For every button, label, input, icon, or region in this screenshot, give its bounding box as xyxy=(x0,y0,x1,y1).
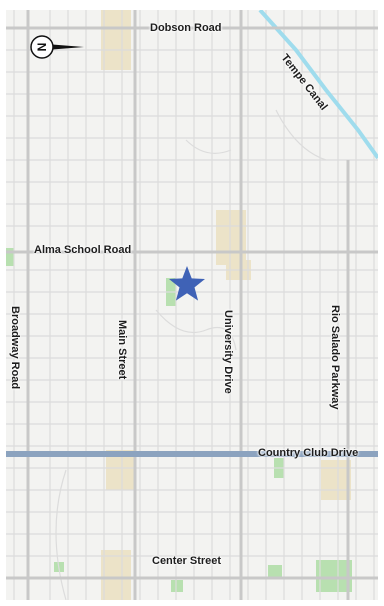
rio-salado-parkway-label: Rio Salado Parkway xyxy=(329,305,341,410)
north-letter: N xyxy=(35,43,49,52)
location-star-icon[interactable] xyxy=(167,264,207,304)
park xyxy=(316,560,352,592)
minor-street xyxy=(55,469,67,600)
north-arrow-icon: N xyxy=(30,35,84,59)
park xyxy=(6,248,14,266)
alma-school-road-label: Alma School Road xyxy=(34,244,132,256)
map-canvas xyxy=(6,10,378,600)
land-patch xyxy=(101,10,131,70)
minor-street xyxy=(275,109,327,161)
tempe-canal xyxy=(258,10,378,160)
center-street-label: Center Street xyxy=(152,555,222,567)
minor-street xyxy=(155,309,237,351)
main-street-label: Main Street xyxy=(116,320,128,380)
dobson-road-label: Dobson Road xyxy=(150,22,222,34)
land-patch xyxy=(101,550,131,600)
major-roads xyxy=(6,10,378,600)
broadway-road-label: Broadway Road xyxy=(9,306,21,390)
park xyxy=(268,565,282,579)
university-drive-label: University Drive xyxy=(222,310,234,394)
minor-street xyxy=(185,139,232,154)
map[interactable]: Dobson Road Tempe Canal Alma School Road… xyxy=(6,10,378,600)
country-club-drive-label: Country Club Drive xyxy=(258,447,359,459)
minor-streets xyxy=(6,10,378,600)
park xyxy=(171,580,183,592)
land-patch xyxy=(321,460,351,500)
